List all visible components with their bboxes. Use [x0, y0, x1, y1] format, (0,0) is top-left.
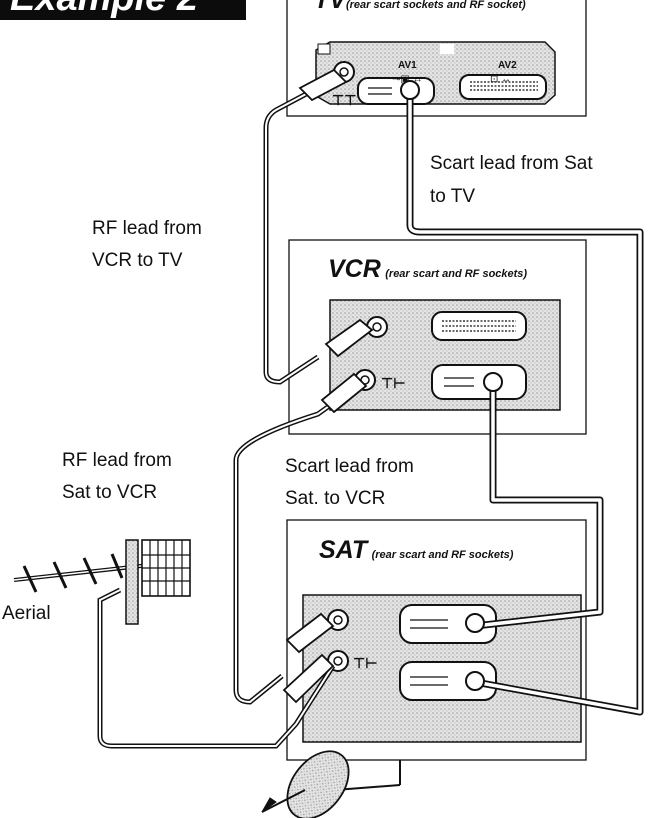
- tv-scart-plug: [400, 80, 420, 100]
- vcr-name: VCR: [328, 255, 381, 283]
- example-title: Example 2: [10, 0, 198, 18]
- tv-av2-label: AV2: [498, 60, 517, 71]
- sat-name: SAT: [319, 536, 368, 564]
- vcr-desc: (rear scart and RF sockets): [385, 268, 528, 280]
- tv-av1-icons: ⊸▣ ↔: [392, 74, 423, 85]
- sat-aerial-symbol: ⊤⊢: [353, 655, 377, 671]
- tv-title: TV(rear scart sockets and RF socket): [314, 0, 526, 15]
- aerial-lead: [97, 587, 336, 749]
- vcr-aerial-symbol: ⊤⊢: [381, 375, 405, 391]
- satellite-dish-icon: [261, 750, 401, 818]
- vcr-scart-bottom: [431, 364, 527, 400]
- vcr-title: VCR (rear scart and RF sockets): [328, 255, 527, 284]
- tv-av2-socket: [459, 74, 547, 100]
- rf-lead-vcr-to-tv: [263, 68, 374, 385]
- sat-scart-plug-bottom: [465, 671, 485, 691]
- vcr-rf-out-socket: [366, 316, 388, 338]
- tv-desc: (rear scart sockets and RF socket): [345, 0, 526, 11]
- label-rf-sat-vcr-2: Sat to VCR: [62, 482, 158, 503]
- tv-av1-label: AV1: [398, 60, 417, 71]
- label-rf-vcr-tv-2: VCR to TV: [92, 250, 183, 271]
- label-aerial: Aerial: [2, 603, 51, 624]
- sat-desc: (rear scart and RF sockets): [371, 549, 514, 561]
- label-scart-sat-tv-2: to TV: [430, 186, 476, 207]
- sat-title: SAT (rear scart and RF sockets): [319, 536, 513, 565]
- label-rf-vcr-tv-1: RF lead from: [92, 218, 202, 239]
- label-scart-sat-vcr-1: Scart lead from: [285, 456, 414, 477]
- vcr-scart-top: [431, 311, 527, 341]
- label-scart-sat-vcr-2: Sat. to VCR: [285, 488, 386, 509]
- tv-aerial-symbol: ⊤⊤: [332, 92, 356, 108]
- label-rf-sat-vcr-1: RF lead from: [62, 450, 172, 471]
- label-scart-sat-tv-1: Scart lead from Sat: [430, 153, 593, 174]
- rf-lead-sat-to-vcr: [233, 372, 368, 705]
- tv-av2-icons: ⊡ ↔: [490, 74, 511, 85]
- scart-lead-sat-to-vcr: [471, 378, 604, 630]
- vcr-scart-plug: [483, 372, 503, 392]
- aerial-icon: [13, 539, 191, 625]
- sat-scart-plug-top: [465, 613, 485, 633]
- scart-lead-sat-to-tv: [406, 86, 644, 716]
- example-banner: Example 2: [0, 0, 246, 20]
- tv-name: TV: [314, 0, 346, 14]
